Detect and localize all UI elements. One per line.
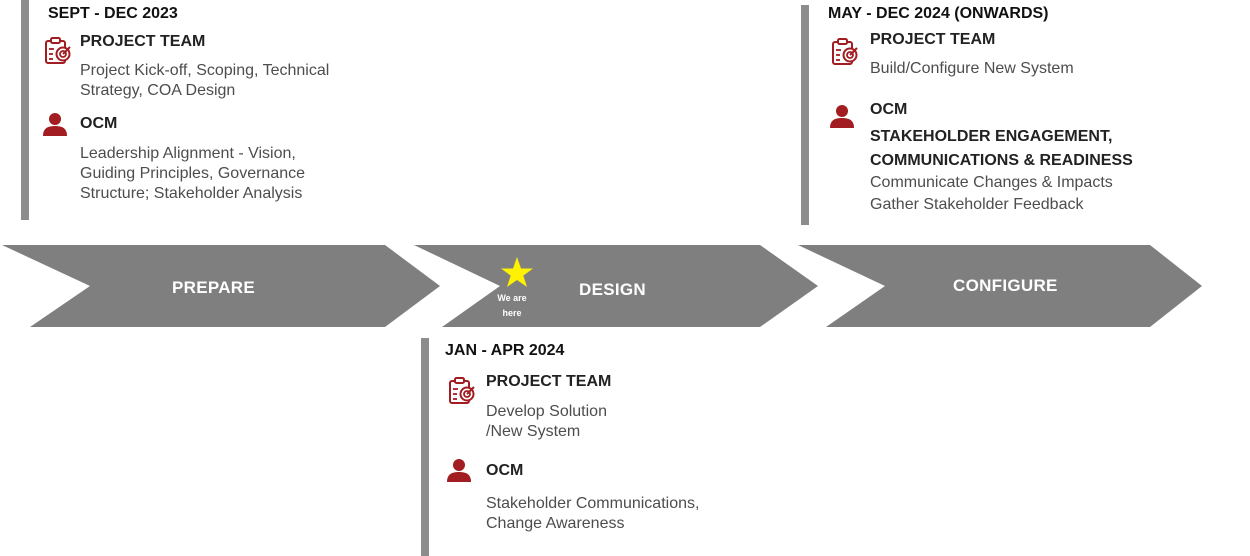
phase-3-period: MAY - DEC 2024 (ONWARDS) [828, 5, 1049, 22]
phase-2-divider [421, 338, 429, 556]
clipboard-target-icon [449, 377, 475, 404]
phase-1-ocm-desc: Leadership Alignment - Vision, Guiding P… [80, 145, 306, 202]
arrow-label-prepare: PREPARE [172, 278, 256, 297]
phase-1-period: SEPT - DEC 2023 [48, 5, 178, 22]
arrow-label-design: DESIGN [579, 280, 646, 299]
phase-1-project-team-desc: Project Kick-off, Scoping, Technical Str… [80, 62, 330, 99]
clipboard-target-icon [832, 38, 858, 65]
phase-2-project-team-desc: Develop Solution /New System [486, 403, 607, 440]
phase-3-project-team-desc: Build/Configure New System [870, 60, 1074, 77]
phase-3-project-team-heading: PROJECT TEAM [870, 31, 996, 48]
phase-1-divider [21, 0, 29, 220]
phase-2-ocm-desc: Stakeholder Communications, Change Aware… [486, 495, 700, 532]
phase-3-ocm-heading: OCM [870, 101, 908, 118]
phase-3-ocm-desc: Communicate Changes & Impacts Gather Sta… [870, 174, 1113, 213]
arrow-configure [798, 245, 1202, 327]
phase-2-project-team-heading: PROJECT TEAM [486, 373, 612, 390]
person-icon [830, 105, 854, 128]
clipboard-target-icon [45, 37, 71, 64]
arrow-label-configure: CONFIGURE [953, 276, 1058, 295]
phase-2-ocm-heading: OCM [486, 462, 524, 479]
arrow-prepare [2, 245, 440, 327]
phase-1-project-team-heading: PROJECT TEAM [80, 33, 206, 50]
person-icon [447, 459, 471, 482]
phase-2-period: JAN - APR 2024 [445, 342, 565, 359]
person-icon [43, 113, 67, 136]
we-are-here-label: We are here [497, 293, 527, 318]
phase-1-ocm-heading: OCM [80, 115, 118, 132]
star-icon [501, 257, 533, 287]
phase-3-ocm-subheading: STAKEHOLDER ENGAGEMENT, COMMUNICATIONS &… [870, 128, 1133, 169]
phase-3-divider [801, 5, 809, 225]
